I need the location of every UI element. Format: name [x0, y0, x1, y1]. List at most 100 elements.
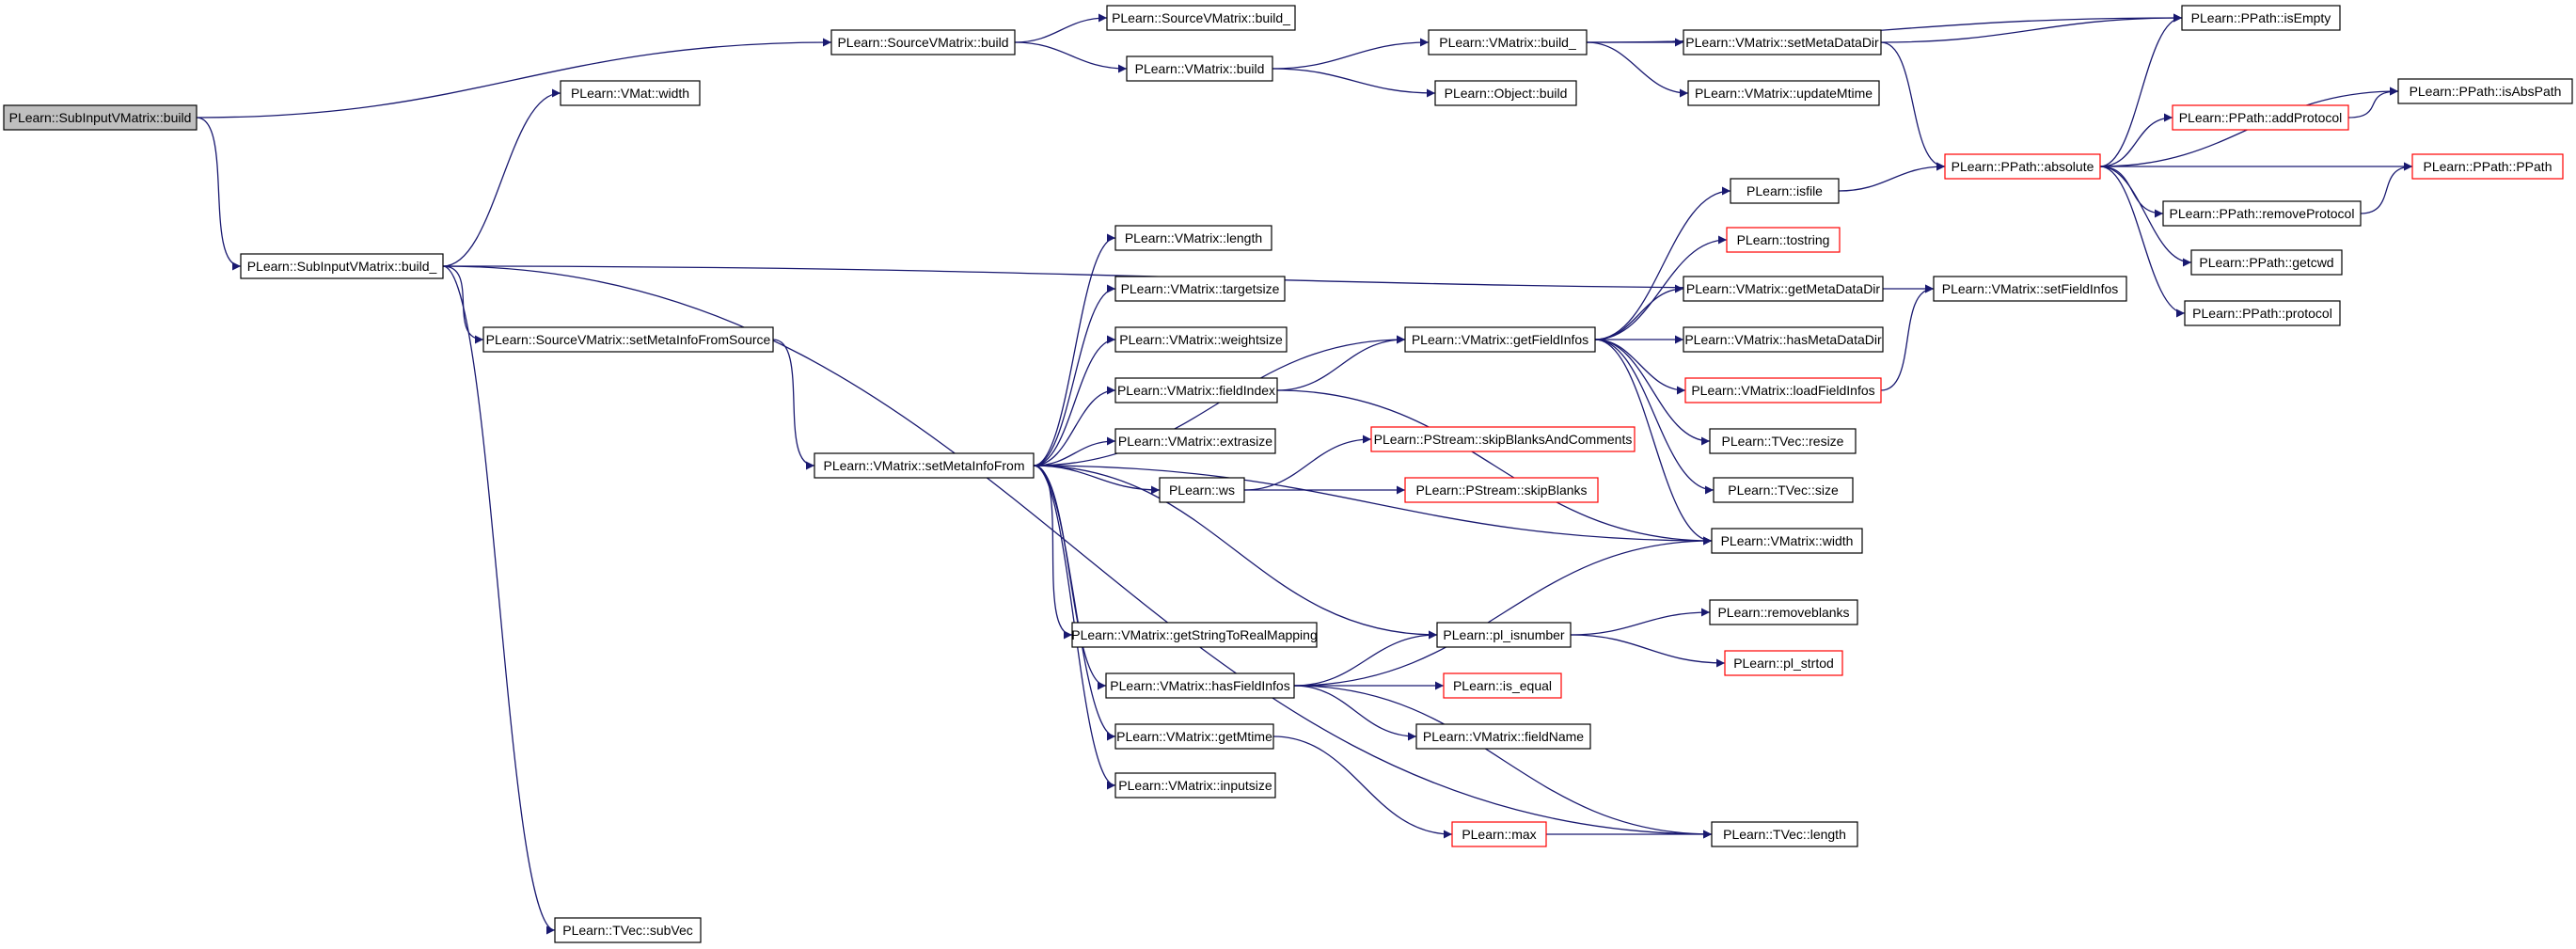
- node-getFieldInfos[interactable]: PLearn::VMatrix::getFieldInfos: [1404, 326, 1596, 353]
- node-box: [1933, 276, 2127, 302]
- edge-root-to-sub_build_: [196, 117, 242, 271]
- node-max[interactable]: PLearn::max: [1451, 821, 1547, 847]
- node-label: PLearn::PStream::skipBlanksAndComments: [1374, 432, 1633, 447]
- edge-getFieldInfos-to-tvec_size: [1594, 339, 1715, 495]
- node-pl-strtod[interactable]: PLearn::pl_strtod: [1724, 650, 1843, 676]
- node-label: PLearn::pl_strtod: [1733, 656, 1834, 671]
- node-label: PLearn::VMatrix::setFieldInfos: [1942, 281, 2119, 296]
- node-setMetaInfoFrom[interactable]: PLearn::VMatrix::setMetaInfoFrom: [814, 452, 1035, 479]
- node-src-build[interactable]: PLearn::SourceVMatrix::build: [830, 29, 1016, 55]
- node-loadFieldInfos[interactable]: PLearn::VMatrix::loadFieldInfos: [1684, 377, 1882, 403]
- node-targetsize[interactable]: PLearn::VMatrix::targetsize: [1114, 276, 1286, 302]
- node-label: PLearn::VMatrix::fieldIndex: [1117, 383, 1275, 398]
- node-box: [2190, 249, 2343, 276]
- node-skipBlanks[interactable]: PLearn::PStream::skipBlanks: [1404, 477, 1599, 503]
- node-addProtocol[interactable]: PLearn::PPath::addProtocol: [2172, 104, 2349, 131]
- edge-hasFieldInfos-to-pl_isnumber: [1293, 630, 1438, 687]
- node-label: PLearn::max: [1462, 827, 1536, 842]
- node-label: PLearn::VMatrix::targetsize: [1121, 281, 1280, 296]
- node-hasMetaDataDir[interactable]: PLearn::VMatrix::hasMetaDataDir: [1683, 326, 1884, 353]
- edge-root-to-src_build: [196, 38, 832, 119]
- node-removeblanks[interactable]: PLearn::removeblanks: [1709, 599, 1858, 625]
- node-tvec-size[interactable]: PLearn::TVec::size: [1713, 477, 1854, 503]
- node-box: [1114, 276, 1286, 302]
- node-removeProtocol[interactable]: PLearn::PPath::removeProtocol: [2162, 200, 2362, 227]
- node-box: [2181, 5, 2341, 31]
- edge-setMetaDataDir-to-isEmpty: [1880, 13, 2183, 43]
- node-box: [1944, 153, 2101, 180]
- node-ppath[interactable]: PLearn::PPath::PPath: [2411, 153, 2564, 180]
- node-root[interactable]: PLearn::SubInputVMatrix::build: [3, 104, 198, 131]
- node-getMetaDataDir[interactable]: PLearn::VMatrix::getMetaDataDir: [1683, 276, 1884, 302]
- node-box: [1114, 428, 1276, 454]
- node-tostring[interactable]: PLearn::tostring: [1726, 227, 1841, 253]
- node-pl-isnumber[interactable]: PLearn::pl_isnumber: [1436, 622, 1572, 648]
- node-vm-length[interactable]: PLearn::VMatrix::length: [1114, 225, 1272, 251]
- node-absolute[interactable]: PLearn::PPath::absolute: [1944, 153, 2101, 180]
- node-fieldName[interactable]: PLearn::VMatrix::fieldName: [1415, 723, 1591, 750]
- edge-addProtocol-to-isAbsPath: [2347, 87, 2399, 119]
- node-box: [1434, 80, 1577, 106]
- node-box: [1683, 326, 1884, 353]
- node-box: [2172, 104, 2349, 131]
- node-setMetaDataDir[interactable]: PLearn::VMatrix::setMetaDataDir: [1683, 29, 1882, 55]
- node-getMtime[interactable]: PLearn::VMatrix::getMtime: [1114, 723, 1274, 750]
- node-weightsize[interactable]: PLearn::VMatrix::weightsize: [1114, 326, 1288, 353]
- node-isEmpty[interactable]: PLearn::PPath::isEmpty: [2181, 5, 2341, 31]
- node-hasFieldInfos[interactable]: PLearn::VMatrix::hasFieldInfos: [1105, 672, 1295, 699]
- node-is-equal[interactable]: PLearn::is_equal: [1443, 672, 1562, 699]
- node-setMetaInfoFromSource[interactable]: PLearn::SourceVMatrix::setMetaInfoFromSo…: [482, 326, 774, 353]
- node-inputsize[interactable]: PLearn::VMatrix::inputsize: [1114, 772, 1276, 799]
- node-ws[interactable]: PLearn::ws: [1159, 477, 1245, 503]
- node-tvec-subVec[interactable]: PLearn::TVec::subVec: [554, 917, 702, 943]
- node-getcwd[interactable]: PLearn::PPath::getcwd: [2190, 249, 2343, 276]
- node-getStringToRealMapping[interactable]: PLearn::VMatrix::getStringToRealMapping: [1071, 622, 1318, 648]
- node-label: PLearn::VMatrix::build_: [1439, 35, 1576, 50]
- node-sub-build-[interactable]: PLearn::SubInputVMatrix::build_: [240, 253, 444, 279]
- node-box: [1370, 426, 1636, 452]
- edge-absolute-to-isEmpty: [2099, 13, 2183, 167]
- node-box: [2397, 78, 2573, 104]
- node-label: PLearn::VMatrix::length: [1125, 230, 1262, 245]
- edge-getMtime-to-max: [1272, 735, 1453, 839]
- node-tvec-length[interactable]: PLearn::TVec::length: [1711, 821, 1858, 847]
- node-updateMtime[interactable]: PLearn::VMatrix::updateMtime: [1687, 80, 1880, 106]
- node-box: [1709, 428, 1857, 454]
- node-box: [2411, 153, 2564, 180]
- node-fieldIndex[interactable]: PLearn::VMatrix::fieldIndex: [1114, 377, 1278, 403]
- node-isfile[interactable]: PLearn::isfile: [1730, 178, 1840, 204]
- node-vm-build[interactable]: PLearn::VMatrix::build: [1126, 55, 1273, 82]
- node-box: [1071, 622, 1318, 648]
- node-box: [1159, 477, 1245, 503]
- node-box: [240, 253, 444, 279]
- node-label: PLearn::SourceVMatrix::setMetaInfoFromSo…: [486, 332, 771, 347]
- node-vm-width[interactable]: PLearn::VMatrix::width: [1711, 528, 1863, 554]
- edge-fieldIndex-to-vm_width: [1276, 389, 1713, 546]
- node-label: PLearn::VMatrix::getMetaDataDir: [1686, 281, 1881, 296]
- node-label: PLearn::VMat::width: [571, 86, 689, 101]
- node-label: PLearn::VMatrix::width: [1721, 533, 1854, 548]
- node-protocol[interactable]: PLearn::PPath::protocol: [2184, 300, 2341, 326]
- node-box: [2184, 300, 2341, 326]
- node-label: PLearn::PPath::PPath: [2424, 159, 2552, 174]
- node-vmat-width[interactable]: PLearn::VMat::width: [560, 80, 701, 106]
- node-isAbsPath[interactable]: PLearn::PPath::isAbsPath: [2397, 78, 2573, 104]
- node-box: [1114, 772, 1276, 799]
- node-setFieldInfos[interactable]: PLearn::VMatrix::setFieldInfos: [1933, 276, 2127, 302]
- node-label: PLearn::TVec::resize: [1722, 434, 1844, 449]
- node-box: [1428, 29, 1588, 55]
- edge-getFieldInfos-to-isfile: [1594, 186, 1731, 340]
- node-src-build-[interactable]: PLearn::SourceVMatrix::build_: [1106, 5, 1296, 31]
- node-obj-build[interactable]: PLearn::Object::build: [1434, 80, 1577, 106]
- node-label: PLearn::removeblanks: [1717, 605, 1849, 620]
- edge-getFieldInfos-to-getMetaDataDir: [1594, 284, 1684, 340]
- edge-setMetaInfoFrom-to-pl_isnumber: [1033, 465, 1438, 640]
- node-label: PLearn::VMatrix::setMetaDataDir: [1685, 35, 1879, 50]
- edge-setMetaInfoFrom-to-vm_width: [1033, 465, 1713, 546]
- edge-sub_build_-to-tvec_subVec: [442, 265, 556, 935]
- edge-setMetaInfoFrom-to-vm_length: [1033, 233, 1116, 467]
- node-vm-build-[interactable]: PLearn::VMatrix::build_: [1428, 29, 1588, 55]
- node-tvec-resize[interactable]: PLearn::TVec::resize: [1709, 428, 1857, 454]
- node-skipBlanksAndComments[interactable]: PLearn::PStream::skipBlanksAndComments: [1370, 426, 1636, 452]
- node-extrasize[interactable]: PLearn::VMatrix::extrasize: [1114, 428, 1276, 454]
